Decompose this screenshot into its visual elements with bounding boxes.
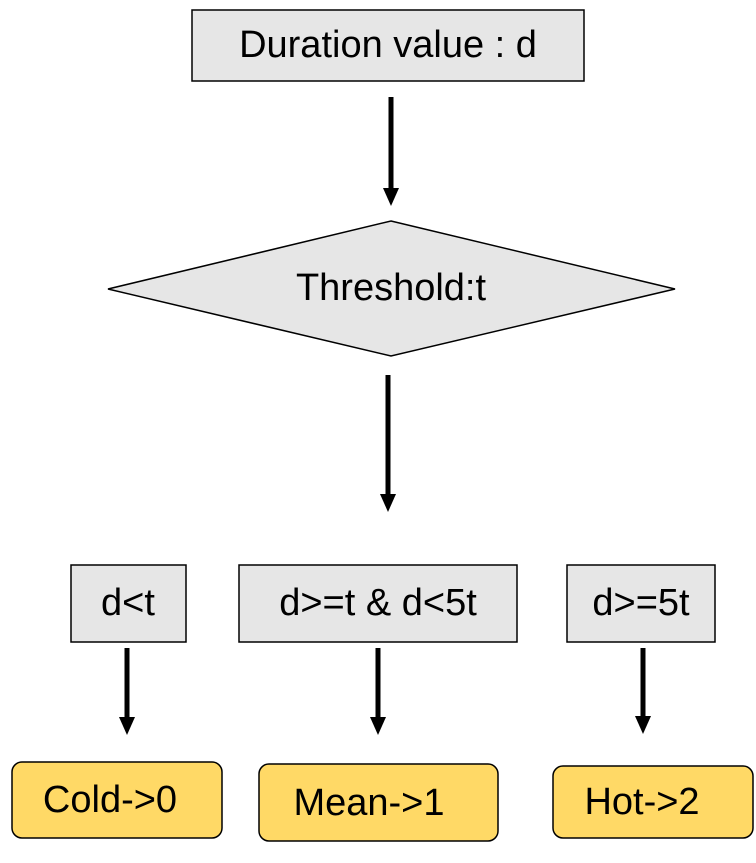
outcome-node: Hot->2 xyxy=(552,765,754,839)
decision-diamond xyxy=(107,220,676,357)
outcome-label: Hot->2 xyxy=(584,781,699,823)
arrow-condition-to-outcome xyxy=(370,648,386,735)
condition-label: d>=5t xyxy=(592,582,690,624)
start-box xyxy=(191,9,585,82)
arrow-decision-to-conditions xyxy=(380,375,396,512)
outcome-box xyxy=(552,765,754,839)
start-node: Duration value : d xyxy=(191,9,585,82)
condition-label: d>=t & d<5t xyxy=(279,582,477,624)
condition-box xyxy=(70,564,187,643)
decision-label: Threshold:t xyxy=(296,267,487,309)
outcome-box xyxy=(258,763,499,842)
arrow-start-to-decision xyxy=(383,97,399,206)
outcome-node: Cold->0 xyxy=(11,761,223,839)
decision-node: Threshold:t xyxy=(107,220,676,357)
condition-node: d<t xyxy=(70,564,187,643)
arrow-condition-to-outcome xyxy=(635,648,651,734)
condition-node: d>=5t xyxy=(566,564,716,643)
condition-node: d>=t & d<5t xyxy=(238,564,518,643)
start-label: Duration value : d xyxy=(239,24,537,66)
outcome-node: Mean->1 xyxy=(258,763,499,842)
outcome-label: Mean->1 xyxy=(293,782,444,824)
condition-label: d<t xyxy=(101,582,155,624)
outcome-label: Cold->0 xyxy=(43,779,177,821)
arrow-condition-to-outcome xyxy=(119,648,135,735)
condition-box xyxy=(566,564,716,643)
condition-box xyxy=(238,564,518,643)
outcome-box xyxy=(11,761,223,839)
